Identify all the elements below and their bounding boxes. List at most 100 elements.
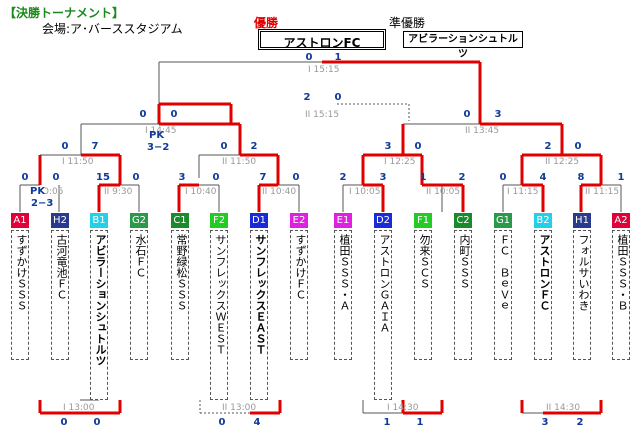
team-name: フォルサいわき	[577, 234, 590, 311]
r1-7-score-right: 4	[539, 172, 547, 183]
team-name: 勿来ＳＣＳ	[418, 234, 431, 289]
venue-label: 会場:ア･バーススタジアム	[42, 22, 183, 36]
r1-7-score-left: 0	[499, 172, 507, 183]
winner-name: アストロンFC	[283, 36, 361, 50]
runner-up-box: アビラーションシュトルツ	[403, 31, 523, 60]
team-column: 勿来ＳＣＳ	[414, 230, 432, 360]
qf4-label: II 12:25	[545, 157, 580, 167]
team-name: 植田ＳＳＳ・Ｂ	[616, 234, 629, 311]
slot-code-b1: B1	[90, 213, 108, 228]
team-column: 内町ＳＳＳ	[454, 230, 472, 360]
bottom3-score-right: 1	[416, 417, 424, 428]
page-title: 【決勝トーナメント】	[4, 6, 125, 20]
bottom4-label: II 14:30	[546, 403, 581, 413]
bottom1-score-right: 0	[93, 417, 101, 428]
final-score-left: 0	[305, 52, 313, 63]
qf1-score-right: 7	[91, 141, 99, 152]
slot-code-a1: A1	[11, 213, 29, 228]
team-column: すずかけＦＣ	[290, 230, 308, 360]
team-column: サンフレックスＷＥＳＴ	[210, 230, 228, 400]
team-column: フォルサいわき	[573, 230, 591, 360]
r1-4-score-right: 0	[292, 172, 300, 183]
team-column: すずかけＳＳＳ	[11, 230, 29, 360]
team-name: すずかけＳＳＳ	[15, 234, 28, 311]
r1-8-score-left: 8	[577, 172, 585, 183]
bottom1-label: I 13:00	[63, 403, 95, 413]
qf2-score-left: 0	[220, 141, 228, 152]
sf1-pk: PK	[149, 130, 165, 141]
r1-6-score-left: 1	[419, 172, 427, 183]
slot-code-c2: C2	[454, 213, 472, 228]
r1-6-label: II 10:05	[426, 187, 461, 197]
r1-5-label: I 10:05	[349, 187, 381, 197]
r1-1-score-right: 0	[52, 172, 60, 183]
qf3-label: I 12:25	[384, 157, 416, 167]
slot-code-f1: F1	[414, 213, 432, 228]
r1-5-score-right: 3	[379, 172, 387, 183]
r1-3-score-right: 0	[212, 172, 220, 183]
team-name: サンフレックスＥＡＳＴ	[254, 234, 267, 355]
r1-4-score-left: 7	[259, 172, 267, 183]
team-name: アストロンＧＡＩＡ	[378, 234, 391, 333]
bottom3-score-left: 1	[383, 417, 391, 428]
bottom2-score-right: 4	[253, 417, 261, 428]
bottom2-score-left: 0	[218, 417, 226, 428]
team-column: アストロンＦＣ	[534, 230, 552, 360]
qf3-score-left: 3	[384, 141, 392, 152]
r1-3-label: I 10:40	[185, 187, 217, 197]
final-score-right: 1	[334, 52, 342, 63]
winner-box: アストロンFC	[258, 29, 386, 50]
r1-2-score-left: 15	[96, 172, 110, 183]
slot-code-d1: D1	[250, 213, 268, 228]
qf4-score-right: 0	[574, 141, 582, 152]
team-column: アストロンＧＡＩＡ	[374, 230, 392, 400]
r1-6-score-right: 2	[458, 172, 466, 183]
slot-code-h2: H2	[51, 213, 69, 228]
slot-code-g2: G2	[130, 213, 148, 228]
r1-4-label: II 10:40	[262, 187, 297, 197]
winner-label: 優勝	[254, 16, 279, 30]
sf-top-score-right: 0	[334, 92, 342, 103]
team-name: 水石ＦＣ	[134, 234, 147, 278]
team-column: 植田ＳＳＳ・Ａ	[334, 230, 352, 360]
team-name: 内町ＳＳＳ	[458, 234, 471, 289]
team-column: 常野緑松ＳＳＳ	[171, 230, 189, 360]
r1-5-score-left: 2	[339, 172, 347, 183]
qf2-score-right: 2	[250, 141, 258, 152]
bottom1-score-left: 0	[60, 417, 68, 428]
runner-up-label: 準優勝	[389, 16, 426, 30]
slot-code-g1: G1	[494, 213, 512, 228]
slot-code-h1: H1	[573, 213, 591, 228]
final-label: I 15:15	[308, 65, 340, 75]
r1-1-label: I 10:05	[32, 187, 64, 197]
sf1-score-left: 0	[139, 109, 147, 120]
runner-up-name: アビラーションシュトルツ	[408, 34, 518, 60]
team-column: 水石ＦＣ	[130, 230, 148, 360]
team-name: 植田ＳＳＳ・Ａ	[338, 234, 351, 311]
r1-1-pk-score: 2−3	[31, 198, 54, 209]
r1-1-pk: PK	[30, 186, 46, 197]
sf-top-score-left: 2	[303, 92, 311, 103]
team-name: すずかけＦＣ	[294, 234, 307, 300]
slot-code-e2: E2	[290, 213, 308, 228]
sf2-score-right: 3	[494, 109, 502, 120]
qf2-label: II 11:50	[222, 157, 257, 167]
team-name: サンフレックスＷＥＳＴ	[214, 234, 227, 355]
team-name: 古河竜池ＦＣ	[55, 234, 68, 300]
team-name: 常野緑松ＳＳＳ	[175, 234, 188, 311]
slot-code-b2: B2	[534, 213, 552, 228]
team-column: ＦＣ ＢｅＶｅ	[494, 230, 512, 360]
qf1-label: I 11:50	[62, 157, 94, 167]
r1-3-score-left: 3	[178, 172, 186, 183]
r1-2-score-right: 0	[132, 172, 140, 183]
bottom4-score-left: 3	[541, 417, 549, 428]
sf1-score-right: 0	[170, 109, 178, 120]
team-name: ＦＣ ＢｅＶｅ	[498, 234, 511, 311]
bottom4-score-right: 2	[576, 417, 584, 428]
r1-8-score-right: 1	[617, 172, 625, 183]
bottom3-label: I 14:30	[387, 403, 419, 413]
team-column: アビラーションシュトルツ	[90, 230, 108, 400]
qf3-score-right: 0	[414, 141, 422, 152]
sf1-label: I 14:45	[145, 126, 177, 136]
